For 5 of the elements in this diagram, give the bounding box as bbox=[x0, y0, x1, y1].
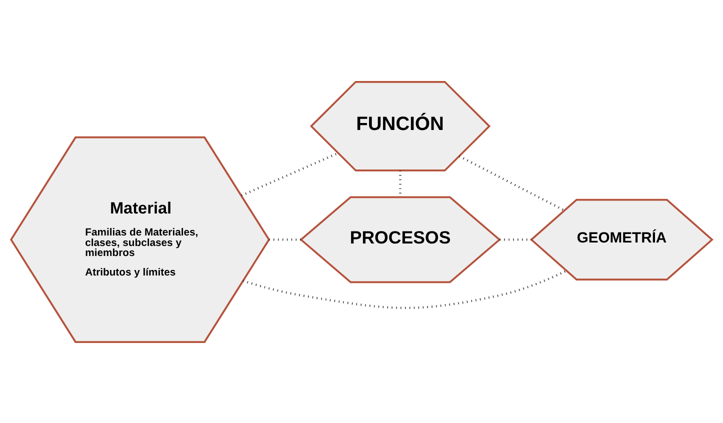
connector bbox=[500, 238, 532, 240]
connector bbox=[241, 152, 339, 196]
connector bbox=[458, 154, 565, 211]
connector bbox=[269, 238, 301, 240]
connector bbox=[242, 269, 567, 308]
